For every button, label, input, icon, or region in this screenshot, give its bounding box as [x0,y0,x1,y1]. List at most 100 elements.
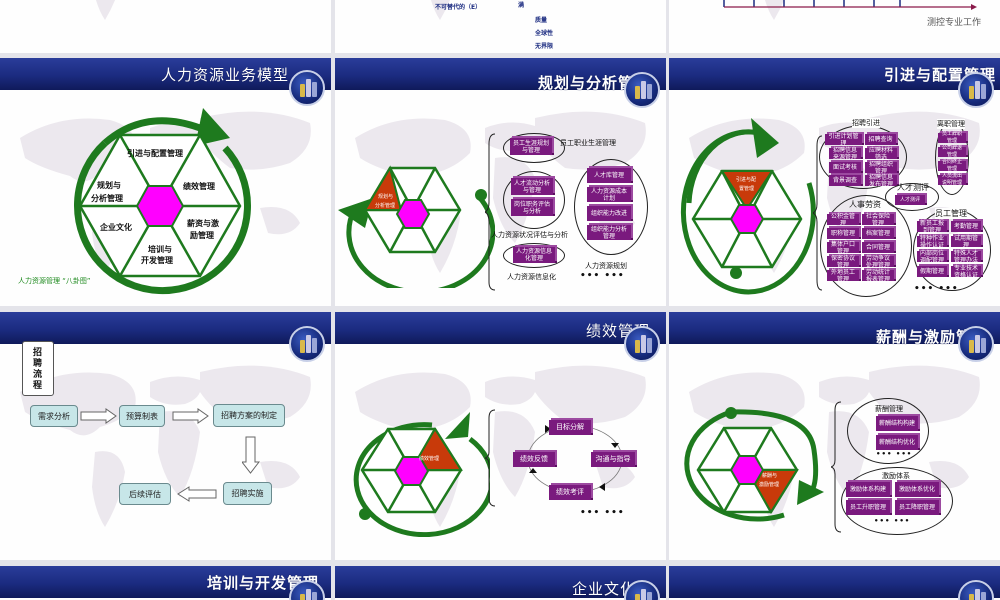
item-box[interactable]: 人力资源成本计划 [587,187,631,202]
item-box[interactable]: 合同管理 [862,242,894,253]
item-box[interactable]: 劳动争议处理管理 [862,255,894,269]
slide-thumbnail-recruit-process[interactable]: 招聘流程 需求分析 预算制表 招聘方案的制定 招聘实施 后续评估 [0,312,331,560]
item-box[interactable]: 人才测评 [895,195,925,205]
cycle-step[interactable]: 绩效考评 [549,485,591,500]
flow-step[interactable]: 后续评估 [119,483,171,505]
item-box[interactable]: 社会保险管理 [862,213,894,227]
item-box[interactable]: 合同终止管理 [938,159,966,172]
item-box[interactable]: 特种作业操作认证 [917,235,947,249]
hex-label-planning-1[interactable]: 规划与 [97,181,121,190]
item-box[interactable]: 内部岗位调配管理 [917,250,947,264]
flow-step[interactable]: 需求分析 [30,405,78,427]
slide-header-bar [669,312,1000,344]
chart-badge-icon [958,72,994,108]
item-box[interactable]: 应聘材料筛选 [865,147,897,161]
item-box[interactable]: 薪酬结构构建 [876,416,918,431]
flow-step[interactable]: 预算制表 [119,405,165,427]
slide-text: 不可替代的（E） [435,4,482,11]
hex-label-compensation-2[interactable]: 励管理 [190,231,214,240]
item-box[interactable]: 背景调查 [829,175,861,186]
highlight-label-2: 激励管理 [759,482,780,488]
item-box[interactable]: 招聘组织管理 [865,161,897,175]
item-box[interactable]: 人才库管理 [587,168,631,183]
item-box[interactable]: 职称管理 [827,228,859,239]
slide-thumbnail-culture[interactable]: 企业文化 [335,566,666,600]
item-box[interactable]: 人力资源信息化管理 [513,247,555,263]
slide-thumbnail-performance[interactable]: 绩效管理 绩效管理 目标分解 沟通与指导 绩效考评 绩效反馈 ••• • [335,312,666,560]
right-arrow-icon [172,408,209,424]
chart-badge-icon [624,326,660,362]
item-box[interactable]: 员工升职管理 [846,500,890,515]
slide-thumbnail-1[interactable] [0,0,331,53]
item-box[interactable]: 公司辞退管理 [938,145,966,158]
slide-thumbnail-11[interactable] [669,566,1000,600]
slide-text: 无界限 [535,43,554,50]
item-box[interactable]: 假期管理 [917,266,947,277]
item-box[interactable]: 公积金管理 [827,213,859,227]
slide-thumbnail-hr-model[interactable]: 人力资源业务模型 引进与配置管理 绩效管理 薪资与激 励管理 培训与 开发管理 … [0,58,331,306]
hex-label-top[interactable]: 引进与配置管理 [127,149,183,158]
item-box[interactable]: 新员工报到管理 [917,220,947,234]
group-label: 离职管理 [937,119,965,129]
item-box[interactable]: 薪酬结构优化 [876,435,918,450]
group-ellipse [503,133,565,163]
group-ellipse [847,398,929,464]
item-box[interactable]: 组织能力改进 [587,206,631,221]
left-arrow-icon [177,486,217,502]
cycle-step[interactable]: 目标分解 [549,420,591,435]
flow-step[interactable]: 招聘方案的制定 [213,404,285,427]
item-box[interactable]: 考勤管理 [951,221,981,232]
item-box[interactable]: 面试考核 [829,162,861,173]
group-label: 人力资源状况评估与分析 [491,231,568,239]
item-box[interactable]: 激励体系优化 [895,482,939,497]
slide-thumbnail-recruitment[interactable]: 引进与配置管理 引进与配 置管理 招聘引进 引进计划管理 招聘查询 招聘信息来源… [669,58,1000,306]
hex-label-compensation-1[interactable]: 薪资与激 [187,219,219,228]
hexagon-wheel-diagram [680,118,816,295]
highlight-label-1: 规划与 [378,194,394,200]
flow-step[interactable]: 招聘实施 [223,482,272,505]
slide-thumbnail-2[interactable]: 不可替代的（E） 满 质量 全球性 无界限 优质 [335,0,666,53]
item-box[interactable]: 引进计划管理 [825,133,862,147]
hex-label-culture[interactable]: 企业文化 [100,223,132,232]
highlight-label-1: 引进与配 [736,177,757,183]
item-box[interactable]: 档案管理 [862,228,894,239]
item-box[interactable]: 劳动统计报表管理 [862,269,894,283]
hex-label-training-1[interactable]: 培训与 [148,245,172,254]
item-box[interactable]: 特殊人才管理办法 [951,250,981,264]
item-box[interactable]: 员工辞职管理 [938,131,966,144]
ellipsis: ••• ••• [876,450,913,458]
highlight-label: 绩效管理 [419,456,440,462]
slide-header-bar [669,58,1000,90]
item-box[interactable]: 岗位职务评估与分析 [511,199,553,216]
item-box[interactable]: 试用期管理 [951,235,981,249]
group-ellipse [503,243,565,268]
item-box[interactable]: 保密协议管理 [827,255,859,269]
item-box[interactable]: 外地员工管理 [827,269,859,283]
slide-text: 满 [518,2,525,9]
hex-label-training-2[interactable]: 开发管理 [141,256,173,265]
hex-label-planning-2[interactable]: 分析管理 [91,194,123,203]
item-box[interactable]: 员工生涯规划与管理 [510,138,552,155]
item-box[interactable]: 人才流动分析与管理 [511,178,553,195]
slide-thumbnail-training[interactable]: 培训与开发管理 [0,566,331,600]
cycle-step[interactable]: 绩效反馈 [513,452,555,467]
item-box[interactable]: 招聘信息发布管理 [865,174,897,188]
item-box[interactable]: 专业技术资格认证 [951,265,981,279]
chart-badge-icon [958,326,994,362]
world-map-background [0,0,331,53]
slide-header-bar [0,312,331,344]
item-box[interactable]: 招聘查询 [865,134,896,145]
cycle-step[interactable]: 沟通与指导 [591,452,635,467]
slide-thumbnail-compensation[interactable]: 薪酬与激励管理 薪酬与 激励管理 薪酬管理 薪酬结构构建 薪酬结构优化 ••• … [669,312,1000,560]
slide-thumbnail-planning[interactable]: 规划与分析管理 规划与 分析管理 员工生涯规划与管理 员工职业生涯管理 人才流动… [335,58,666,306]
hex-label-performance[interactable]: 绩效管理 [183,182,215,191]
item-box[interactable]: 组织能力分析管理 [587,225,631,240]
item-box[interactable]: 员工降职管理 [895,500,939,515]
item-box[interactable]: 集体户口管理 [827,241,859,255]
group-ellipse [503,171,565,229]
item-box[interactable]: 人员流出说明管理 [938,173,966,186]
item-box[interactable]: 激励体系构建 [846,482,890,497]
item-box[interactable]: 招聘信息来源管理 [829,147,861,161]
slide-thumbnail-3[interactable]: 测控专业工作 [669,0,1000,53]
curly-brace [831,401,842,533]
